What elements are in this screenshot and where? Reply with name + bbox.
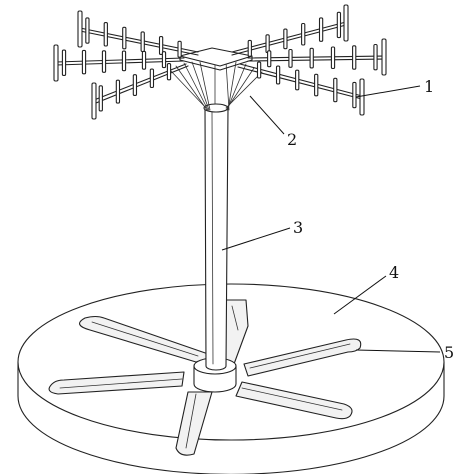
dipole-element bbox=[267, 50, 272, 68]
dipole-element bbox=[61, 49, 67, 76]
dipole-element bbox=[141, 50, 147, 70]
arm-end-element bbox=[343, 4, 349, 42]
slot-front bbox=[175, 391, 213, 456]
label-4: 4 bbox=[389, 263, 399, 282]
pole bbox=[203, 103, 229, 371]
dipole-element bbox=[256, 61, 262, 79]
dipole-element bbox=[333, 77, 338, 103]
dipole-element bbox=[352, 81, 357, 109]
dipole-element bbox=[295, 69, 300, 91]
dipole-element bbox=[121, 50, 127, 72]
arm-end-element bbox=[53, 44, 59, 82]
dipole-element bbox=[101, 50, 107, 73]
dipole-element bbox=[177, 40, 182, 58]
hub bbox=[179, 47, 253, 71]
label-1: 1 bbox=[424, 77, 434, 96]
dipole-element bbox=[283, 28, 288, 50]
dipole-element bbox=[158, 36, 164, 55]
dipole-element bbox=[330, 46, 336, 70]
slot-right bbox=[243, 338, 362, 377]
dipole-element bbox=[352, 45, 357, 70]
arm-end-element bbox=[381, 38, 387, 76]
label-2: 2 bbox=[287, 130, 297, 149]
dipole-element bbox=[288, 48, 293, 68]
dipole-element bbox=[265, 34, 270, 54]
arm-end-element bbox=[91, 82, 97, 120]
dipole-element bbox=[115, 79, 121, 104]
label-3: 3 bbox=[293, 218, 303, 237]
callout-labels: 1 2 3 4 5 bbox=[287, 77, 454, 362]
arm-end-element bbox=[77, 10, 83, 48]
dipole-element bbox=[275, 65, 281, 85]
leader-lines bbox=[221, 85, 441, 353]
slot-left bbox=[48, 371, 185, 395]
dipole-element bbox=[166, 63, 172, 81]
label-5: 5 bbox=[444, 343, 454, 362]
dipole-element bbox=[309, 47, 314, 69]
arm-end-element bbox=[359, 78, 365, 116]
dipole-element bbox=[314, 73, 319, 97]
dipole-element bbox=[98, 85, 103, 112]
dipole-element bbox=[318, 17, 324, 42]
dipole-elements bbox=[53, 4, 387, 120]
dipole-element bbox=[336, 11, 342, 39]
dipole-element bbox=[149, 68, 155, 89]
dipole-element bbox=[103, 22, 108, 47]
dipole-element bbox=[247, 39, 252, 57]
dipole-element bbox=[81, 49, 87, 75]
dipole-element bbox=[161, 51, 167, 69]
dipole-element bbox=[140, 31, 145, 53]
dipole-element bbox=[373, 43, 378, 71]
dipole-element bbox=[301, 22, 306, 46]
slot-right-front bbox=[235, 381, 353, 420]
dipole-element bbox=[122, 26, 127, 50]
dipole-element bbox=[132, 74, 138, 96]
dipole-element bbox=[85, 17, 90, 44]
struts bbox=[169, 61, 263, 111]
